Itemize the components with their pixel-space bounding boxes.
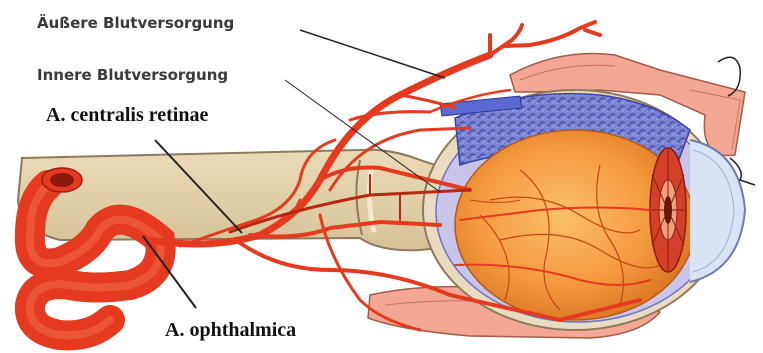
iris-ciliary-body — [650, 148, 686, 272]
label-ophthalmic-artery: A. ophthalmica — [165, 319, 296, 341]
label-central-artery: A. centralis retinae — [46, 104, 208, 126]
cornea — [690, 140, 745, 282]
leader-outer-supply — [300, 30, 445, 78]
label-inner-supply: Innere Blutversorgung — [37, 66, 228, 84]
label-outer-supply: Äußere Blutversorgung — [37, 13, 234, 32]
